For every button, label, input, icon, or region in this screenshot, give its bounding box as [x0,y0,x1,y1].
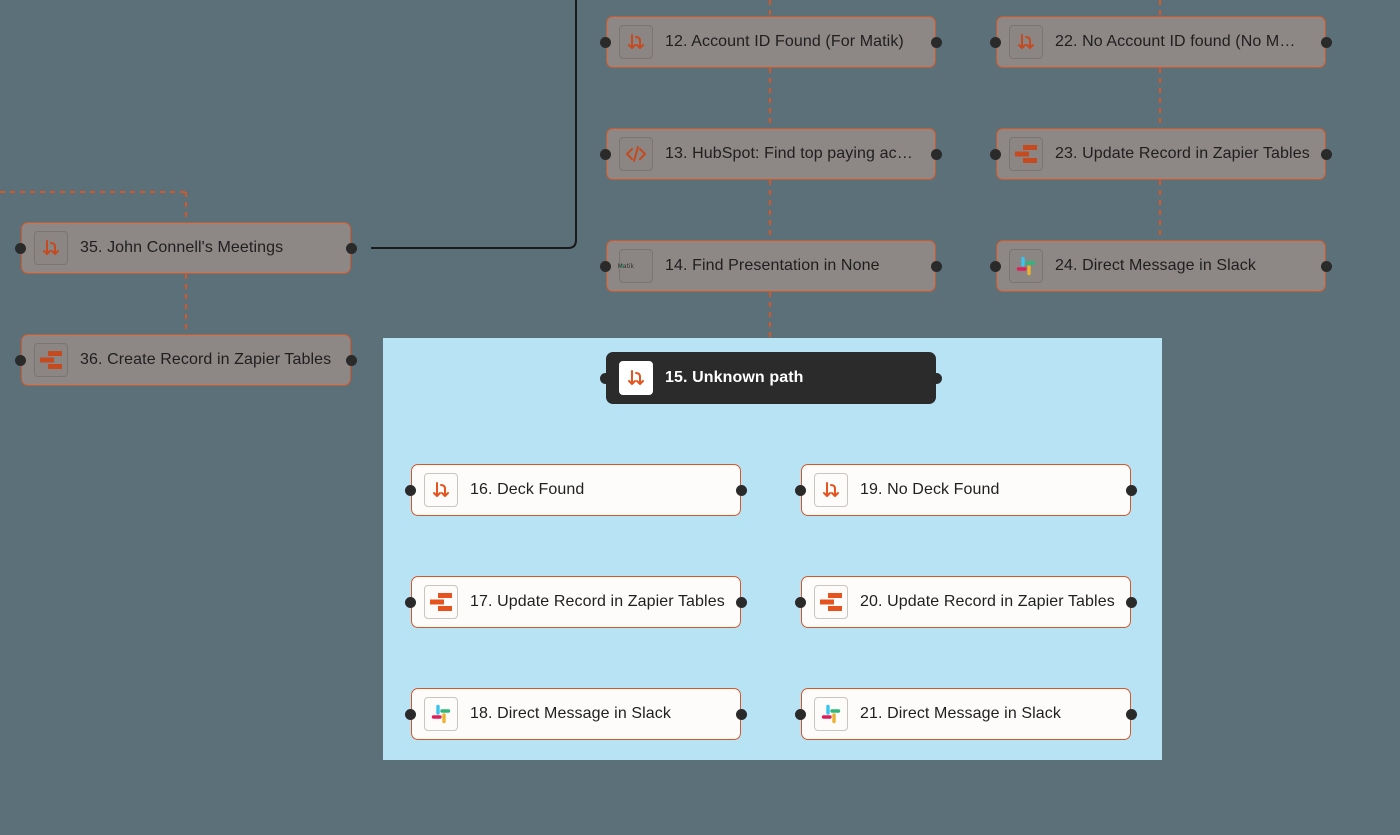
input-port[interactable] [15,355,26,366]
output-port[interactable] [1321,149,1332,160]
step-label: 13. HubSpot: Find top paying ac… [665,145,913,162]
step-node-24[interactable]: 24. Direct Message in Slack [990,240,1332,292]
output-port[interactable] [1321,37,1332,48]
step-label: 17. Update Record in Zapier Tables [470,593,725,610]
step-node-19[interactable]: 19. No Deck Found [795,464,1137,516]
step-label: 36. Create Record in Zapier Tables [80,351,332,368]
output-port[interactable] [346,243,357,254]
step-label: 20. Update Record in Zapier Tables [860,593,1115,610]
input-port[interactable] [600,261,611,272]
step-label: 24. Direct Message in Slack [1055,257,1257,274]
paths-icon [619,25,653,59]
output-port[interactable] [736,597,747,608]
step-node-18[interactable]: 18. Direct Message in Slack [405,688,747,740]
output-port[interactable] [1126,485,1137,496]
slack-icon [1009,249,1043,283]
input-port[interactable] [795,709,806,720]
step-label: 15. Unknown path [665,369,804,386]
slack-icon [424,697,458,731]
step-label: 19. No Deck Found [860,481,1000,498]
output-port[interactable] [1321,261,1332,272]
zapier-tables-icon [1009,137,1043,171]
paths-icon [424,473,458,507]
code-icon [619,137,653,171]
output-port[interactable] [931,149,942,160]
paths-icon [1009,25,1043,59]
output-port[interactable] [1126,709,1137,720]
step-label: 22. No Account ID found (No M… [1055,33,1296,50]
paths-icon [619,361,653,395]
zapier-tables-icon [424,585,458,619]
step-node-21[interactable]: 21. Direct Message in Slack [795,688,1137,740]
step-label: 21. Direct Message in Slack [860,705,1062,722]
step-node-23[interactable]: 23. Update Record in Zapier Tables [990,128,1332,180]
output-port[interactable] [931,37,942,48]
input-port[interactable] [990,149,1001,160]
zapier-tables-icon [34,343,68,377]
input-port[interactable] [990,261,1001,272]
slack-icon [814,697,848,731]
paths-icon [34,231,68,265]
output-port[interactable] [736,709,747,720]
step-node-22[interactable]: 22. No Account ID found (No M… [990,16,1332,68]
input-port[interactable] [405,597,416,608]
zapier-tables-icon [814,585,848,619]
step-node-35[interactable]: 35. John Connell's Meetings [15,222,357,274]
step-node-15[interactable]: 15. Unknown path [600,352,942,404]
step-label: 18. Direct Message in Slack [470,705,672,722]
step-node-16[interactable]: 16. Deck Found [405,464,747,516]
step-label: 16. Deck Found [470,481,585,498]
input-port[interactable] [405,485,416,496]
input-port[interactable] [15,243,26,254]
input-port[interactable] [600,149,611,160]
matik-logo-text: Matik [617,262,634,270]
output-port[interactable] [931,373,942,384]
step-node-36[interactable]: 36. Create Record in Zapier Tables [15,334,357,386]
output-port[interactable] [736,485,747,496]
paths-icon [814,473,848,507]
step-node-17[interactable]: 17. Update Record in Zapier Tables [405,576,747,628]
input-port[interactable] [990,37,1001,48]
step-label: 14. Find Presentation in None [665,257,880,274]
input-port[interactable] [600,373,611,384]
input-port[interactable] [795,485,806,496]
step-node-13[interactable]: 13. HubSpot: Find top paying ac… [600,128,942,180]
step-label: 35. John Connell's Meetings [80,239,284,256]
step-node-20[interactable]: 20. Update Record in Zapier Tables [795,576,1137,628]
step-label: 12. Account ID Found (For Matik) [665,33,904,50]
output-port[interactable] [1126,597,1137,608]
step-node-14[interactable]: Matik 14. Find Presentation in None [600,240,942,292]
input-port[interactable] [795,597,806,608]
input-port[interactable] [405,709,416,720]
output-port[interactable] [931,261,942,272]
matik-icon: Matik [617,249,653,283]
output-port[interactable] [346,355,357,366]
step-node-12[interactable]: 12. Account ID Found (For Matik) [600,16,942,68]
step-label: 23. Update Record in Zapier Tables [1055,145,1310,162]
input-port[interactable] [600,37,611,48]
